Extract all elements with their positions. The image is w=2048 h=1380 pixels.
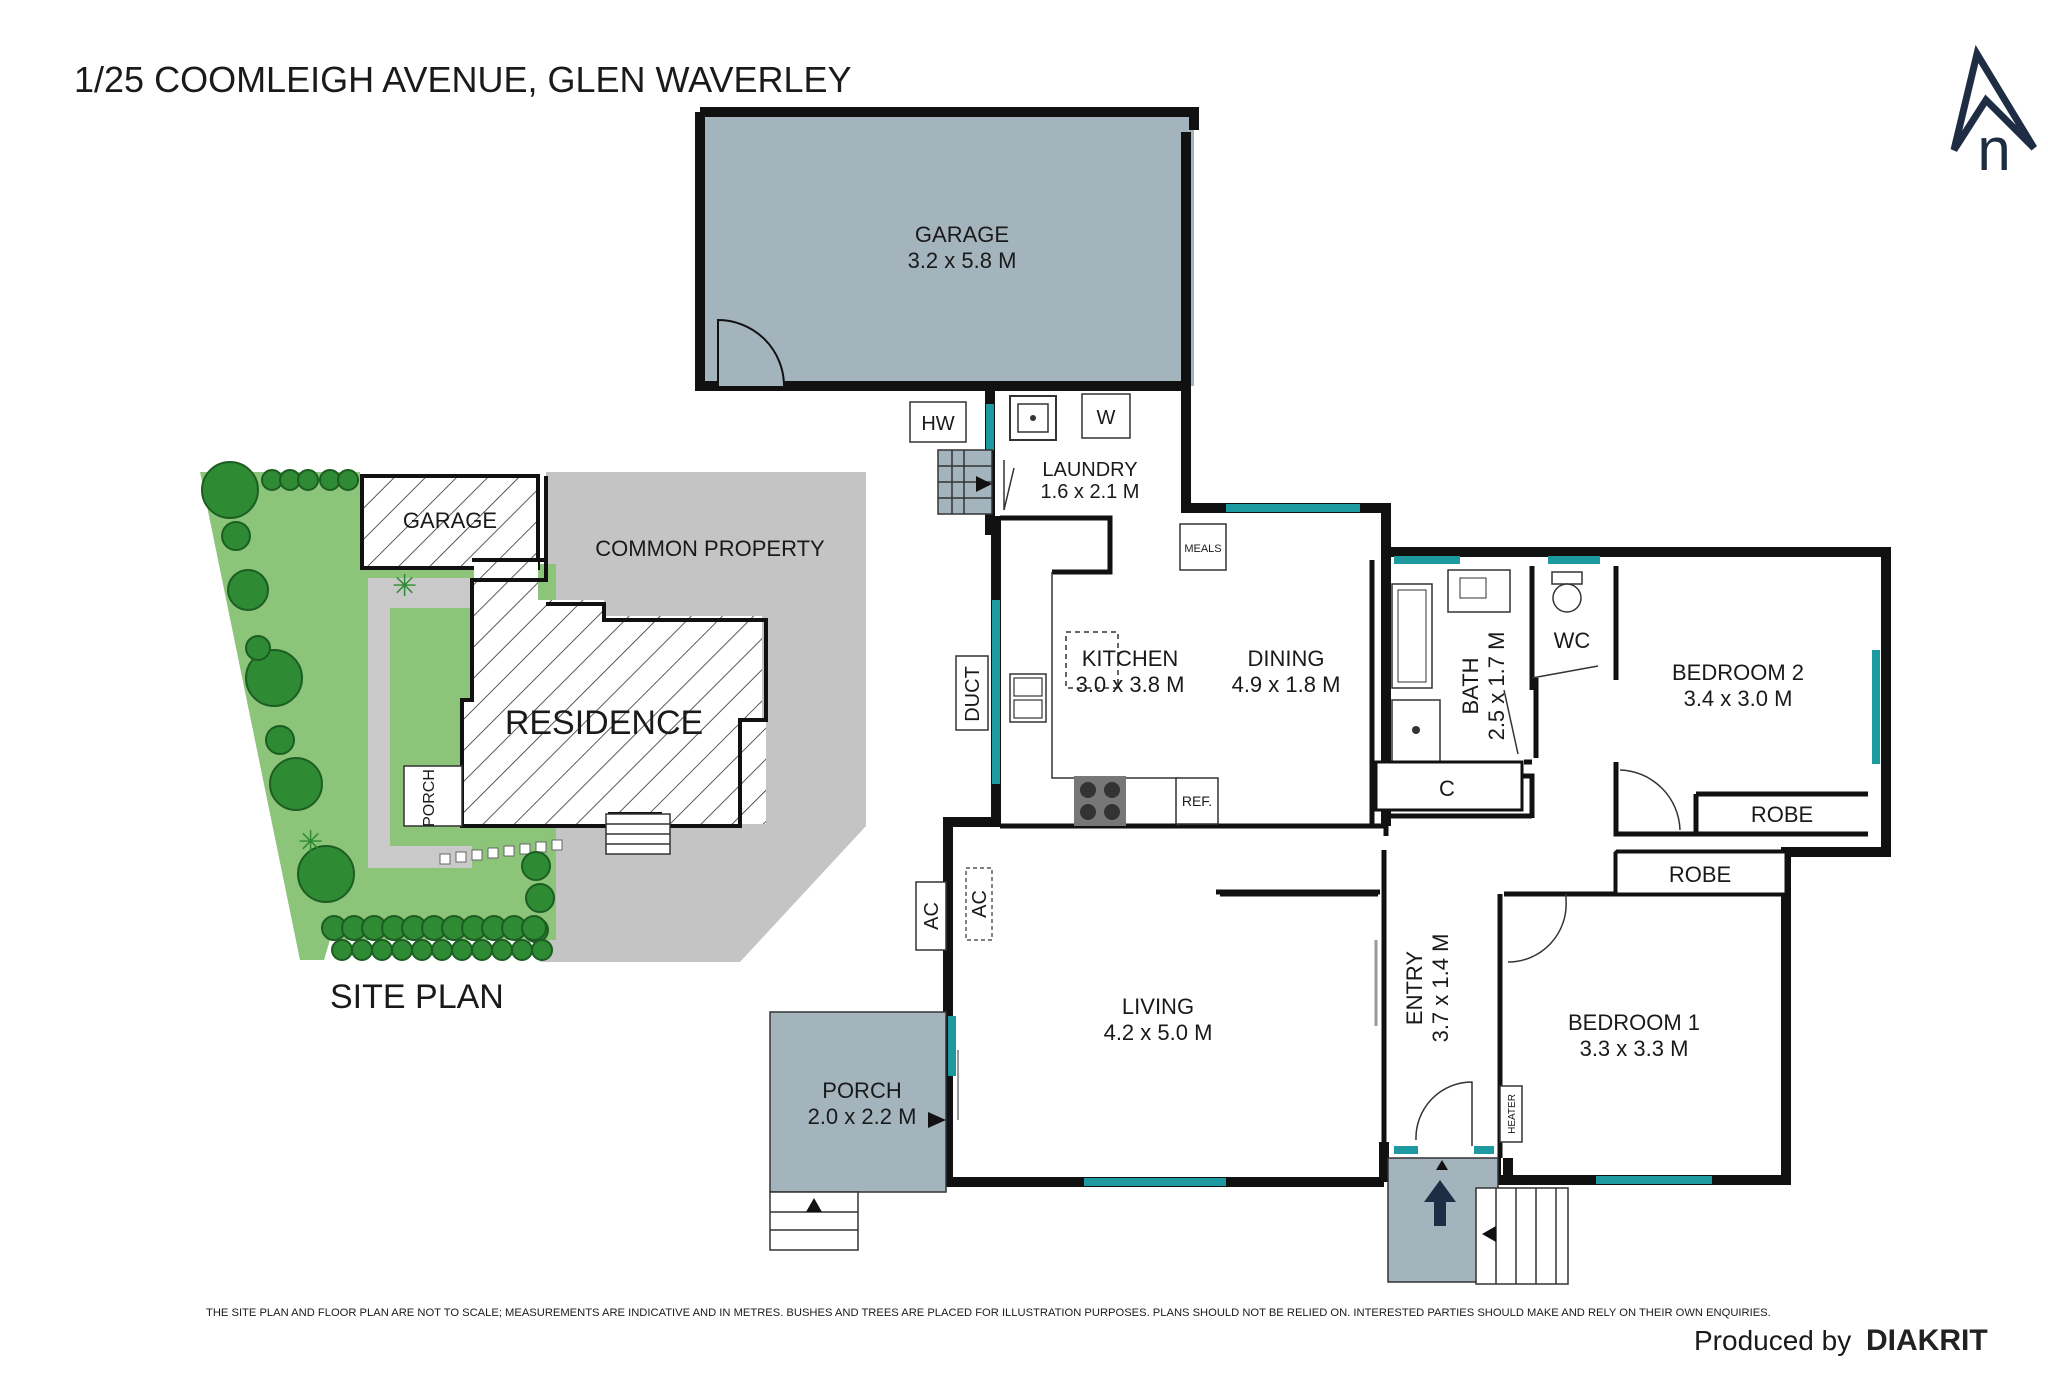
toilet-icon — [1551, 571, 1583, 585]
garage-size: 3.2 x 5.8 M — [908, 248, 1017, 273]
address-title: 1/25 COOMLEIGH AVENUE, GLEN WAVERLEY — [74, 59, 852, 100]
diakrit-logo: DIAKRIT — [1866, 1324, 1988, 1357]
duct-label: DUCT — [962, 666, 984, 722]
windows — [948, 404, 1880, 1186]
bath-name: BATH — [1458, 657, 1483, 714]
robe1-label: ROBE — [1669, 862, 1731, 887]
stepping-stones — [439, 839, 563, 865]
svg-text:✳: ✳ — [298, 825, 323, 860]
bath-size: 2.5 x 1.7 M — [1484, 632, 1509, 741]
cooktop-icon — [1074, 776, 1126, 826]
interior-walls — [1000, 515, 1868, 1160]
laundry-door — [1003, 460, 1015, 511]
laundry-name: LAUNDRY — [1042, 459, 1137, 481]
fridge-box — [1175, 777, 1219, 825]
washer-label: W — [1097, 407, 1116, 429]
site-plan: GARAGE RESIDENCE COMMON PROPERTY PORCH — [200, 461, 866, 1016]
site-plan-title: SITE PLAN — [330, 978, 504, 1016]
north-compass-icon: n — [1950, 44, 2037, 183]
meals-label: MEALS — [1184, 543, 1221, 555]
entry-door — [1415, 1081, 1473, 1146]
site-steps — [605, 813, 671, 855]
tree-icons — [201, 461, 555, 961]
site-residence-label: RESIDENCE — [505, 704, 703, 742]
bedroom1-name: BEDROOM 1 — [1568, 1010, 1700, 1035]
living-size: 4.2 x 5.0 M — [1104, 1020, 1213, 1045]
porch-name: PORCH — [822, 1078, 901, 1103]
cupboard-label: C — [1439, 776, 1455, 801]
hot-water-box — [909, 401, 967, 443]
bedroom2-size: 3.4 x 3.0 M — [1684, 686, 1793, 711]
heater-label: HEATER — [1507, 1094, 1518, 1134]
entry-size: 3.7 x 1.4 M — [1428, 934, 1453, 1043]
robe2-label: ROBE — [1751, 802, 1813, 827]
hot-water-label: HW — [921, 413, 954, 435]
duct-box — [955, 655, 989, 731]
site-common-property-label: COMMON PROPERTY — [595, 536, 825, 561]
floor-plan: GARAGE 3.2 x 5.8 M — [695, 107, 1891, 1285]
wc-door — [1531, 665, 1599, 679]
living-name: LIVING — [1122, 994, 1194, 1019]
garage-name: GARAGE — [915, 222, 1009, 247]
svg-text:✳: ✳ — [392, 569, 417, 604]
ac-outdoor-label: AC — [921, 902, 943, 930]
site-residence — [462, 476, 766, 824]
robe1-box — [1614, 850, 1788, 896]
site-garage-label: GARAGE — [403, 508, 497, 533]
laundry-steps — [937, 449, 993, 515]
ac-indoor-box — [965, 867, 993, 941]
compass-north-letter: n — [1977, 116, 2010, 183]
shrub-star-icons: ✳✳ — [298, 569, 417, 860]
fridge-label: REF. — [1182, 793, 1212, 809]
dining-size: 4.9 x 1.8 M — [1232, 672, 1341, 697]
site-porch — [403, 765, 463, 827]
dining-name: DINING — [1248, 646, 1325, 671]
ac-indoor-label: AC — [969, 890, 991, 918]
wc-name: WC — [1554, 628, 1591, 653]
kitchen-size: 3.0 x 3.8 M — [1076, 672, 1185, 697]
washer-box — [1081, 393, 1131, 439]
entry-arrow-icon — [1424, 1180, 1456, 1226]
bedroom1-size: 3.3 x 3.3 M — [1580, 1036, 1689, 1061]
garage-door-swing — [717, 318, 785, 387]
garage-room — [700, 112, 1194, 386]
bedroom2-name: BEDROOM 2 — [1672, 660, 1804, 685]
porch-size: 2.0 x 2.2 M — [808, 1104, 917, 1129]
heater-box — [1499, 1085, 1523, 1143]
porch-area — [769, 1011, 947, 1193]
meals-box — [1179, 523, 1227, 571]
site-porch-label: PORCH — [421, 769, 438, 827]
bedroom1-door — [1507, 894, 1567, 963]
produced-by-text: Produced by — [1694, 1325, 1851, 1356]
kitchen-name: KITCHEN — [1082, 646, 1179, 671]
disclaimer-text: THE SITE PLAN AND FLOOR PLAN ARE NOT TO … — [206, 1307, 1771, 1319]
linen-cupboard — [1374, 760, 1524, 812]
entry-name: ENTRY — [1402, 951, 1427, 1025]
ac-outdoor-box — [915, 881, 947, 951]
bedroom2-door — [1619, 769, 1681, 831]
laundry-size: 1.6 x 2.1 M — [1041, 481, 1140, 503]
